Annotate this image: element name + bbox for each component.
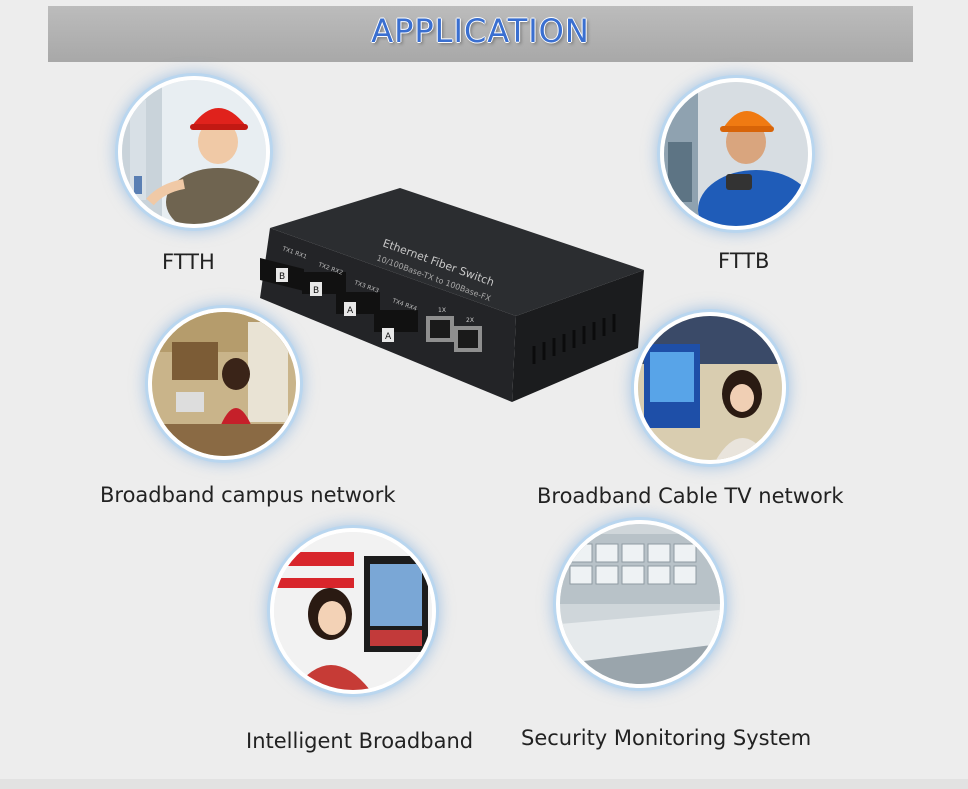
ftth-photo (118, 76, 270, 228)
rj45-port-1 (426, 316, 454, 342)
application-banner: APPLICATION (48, 6, 913, 62)
campus-photo (148, 308, 300, 460)
port-tag-4: A (385, 332, 392, 342)
page-title: APPLICATION (371, 12, 590, 50)
port-tag-2: B (313, 286, 319, 296)
fiber-switch-device: Ethernet Fiber Switch 10/100Base-TX to 1… (260, 188, 644, 402)
app-label-campus: Broadband campus network (100, 483, 396, 507)
fiber-port-1: B (260, 257, 304, 291)
port-tag-1: B (279, 272, 285, 282)
cable-tv-illustration (638, 316, 782, 460)
fiber-port-2: B (302, 272, 346, 296)
fttb-illustration (664, 82, 808, 226)
intelligent-photo (270, 528, 436, 694)
port-tag-3: A (347, 306, 354, 316)
cable-tv-photo (634, 312, 786, 464)
campus-illustration (152, 312, 296, 456)
rj45-port-2 (454, 326, 482, 352)
app-label-ftth: FTTH (162, 250, 215, 274)
rj45-label-2: 2X (466, 317, 474, 324)
app-label-cable-tv: Broadband Cable TV network (537, 484, 844, 508)
fttb-photo (660, 78, 812, 230)
fiber-port-4: A (374, 310, 418, 342)
bottom-strip (0, 779, 968, 789)
app-label-intelligent: Intelligent Broadband (246, 729, 474, 753)
app-label-fttb: FTTB (718, 249, 770, 273)
rj45-label-1: 1X (438, 307, 446, 314)
intelligent-illustration (274, 532, 432, 690)
fiber-port-3: A (336, 292, 380, 316)
ftth-illustration (122, 80, 266, 224)
security-photo (556, 520, 724, 688)
security-illustration (560, 524, 720, 684)
app-label-security: Security Monitoring System (521, 726, 812, 750)
